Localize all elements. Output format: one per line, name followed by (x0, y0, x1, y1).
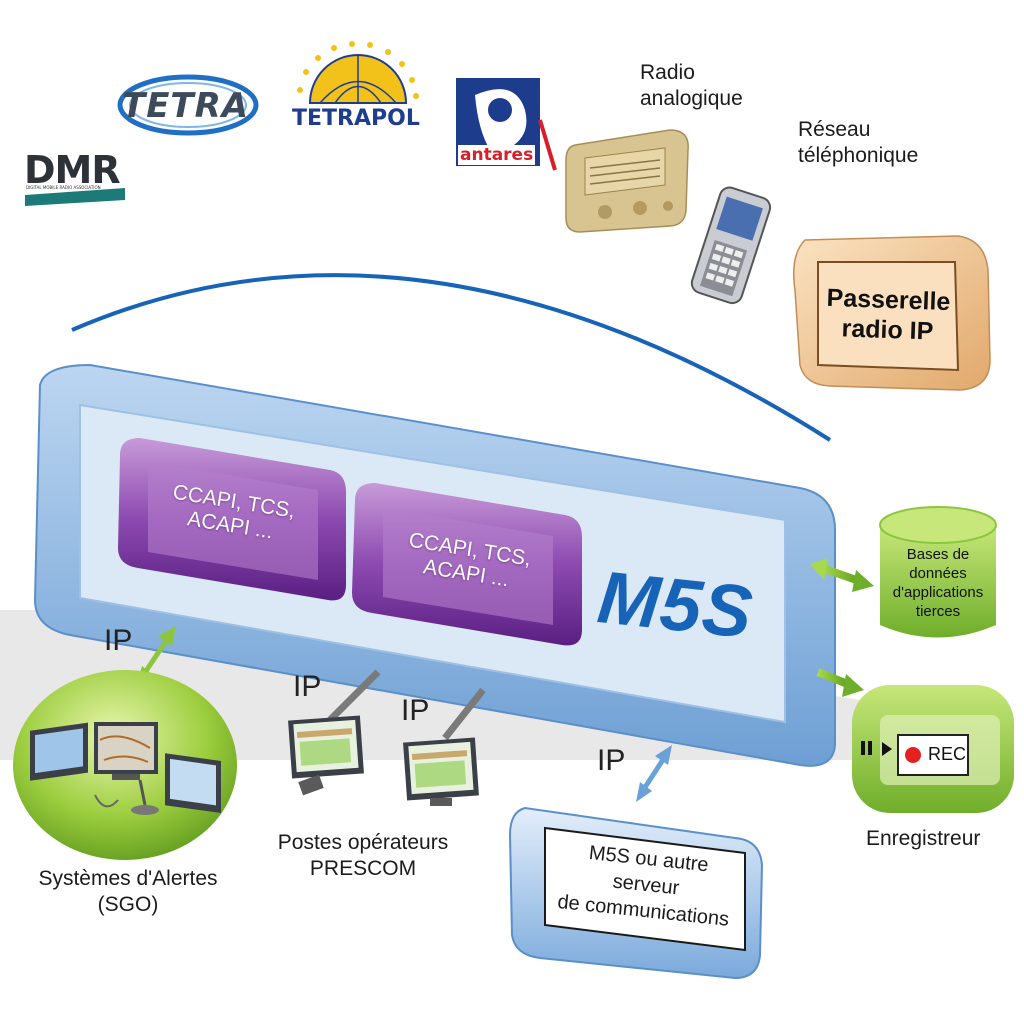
ip-label-serveur: IP (597, 744, 626, 777)
m5s-title: M5S (594, 555, 758, 654)
cable-2 (442, 687, 486, 741)
ip-label-poste-1: IP (293, 670, 322, 703)
reseau-telephonique-label: Réseau téléphonique (798, 118, 919, 167)
systemes-label: Systèmes d'Alertes (SGO) (38, 867, 218, 916)
radio-analogique-label: Radio analogique (640, 61, 743, 110)
phone-icon (690, 186, 772, 305)
sgo-group (13, 670, 237, 860)
enregistreur-label: Enregistreur (866, 827, 981, 850)
operator-station-1 (288, 715, 364, 796)
cable-1 (327, 669, 381, 723)
module-2 (352, 483, 582, 646)
operator-station-2 (403, 737, 479, 806)
ip-label-poste-2: IP (401, 694, 430, 727)
dmr-logo-subtext: DIGITAL MOBILE RADIO ASSOCIATION (26, 185, 101, 190)
arrow-database (810, 558, 874, 592)
tetra-logo (117, 74, 259, 136)
tetrapol-logo (297, 41, 419, 104)
passerelle-box (793, 235, 991, 391)
tetrapol-logo-text: TETRAPOL (292, 106, 420, 131)
radio-icon (565, 129, 689, 233)
dmr-underline (25, 188, 125, 206)
database-label: Bases de données d'applications tierces (892, 546, 984, 620)
antares-logo-text: antares (458, 145, 536, 165)
ip-label-sgo: IP (104, 624, 133, 657)
arrow-ip-serveur (636, 745, 672, 802)
tetra-logo-text: TETRA (122, 86, 250, 126)
database-cylinder (879, 506, 997, 638)
arc-line (71, 273, 832, 442)
recorder-device (852, 685, 1014, 813)
arrow-recorder (816, 668, 864, 697)
serveur-box (508, 806, 764, 980)
rec-label: REC (928, 744, 967, 764)
module-1 (118, 438, 346, 601)
passerelle-label: Passerelle radio IP (826, 283, 951, 346)
postes-label: Postes opérateurs PRESCOM (277, 831, 449, 880)
dmr-logo-text: DMR (24, 148, 121, 192)
